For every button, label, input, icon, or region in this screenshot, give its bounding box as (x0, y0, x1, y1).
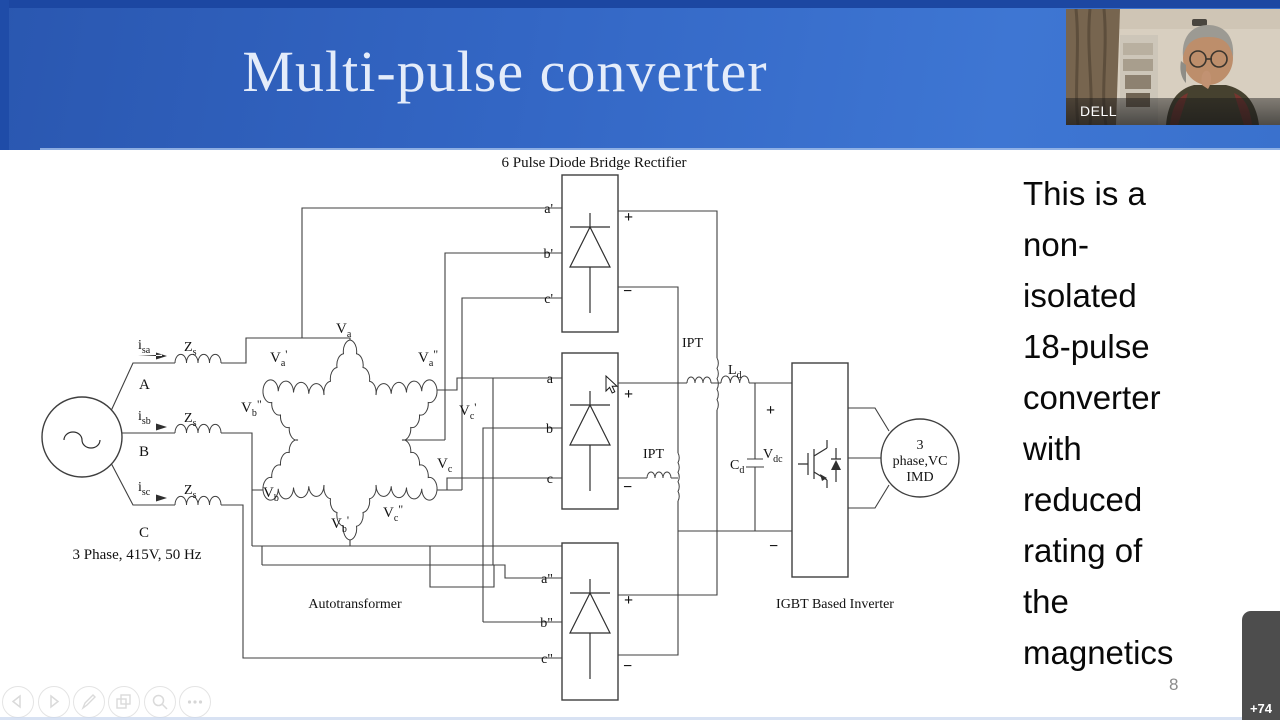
tap-b1: b' (543, 247, 553, 262)
previous-slide-button[interactable] (2, 686, 34, 718)
magnifier-icon (152, 694, 168, 710)
label-vb-p: Vb' (331, 513, 349, 535)
next-icon (50, 694, 60, 709)
svg-text:3: 3 (917, 438, 924, 453)
tap-b2: b (546, 422, 553, 437)
svg-text:IMD: IMD (906, 470, 933, 485)
rectifier-title: 6 Pulse Diode Bridge Rectifier (502, 155, 687, 171)
autotransformer-label: Autotransformer (308, 597, 402, 612)
label-vc: Vc (437, 456, 453, 475)
wall-object (1192, 19, 1207, 26)
slide-title: Multi-pulse converter (242, 39, 768, 104)
label-phase-c: C (139, 525, 149, 541)
bottom-strip (0, 717, 1242, 720)
label-va-pp: Va" (418, 347, 438, 369)
minus-top: − (623, 283, 632, 300)
rectifier-bottom (561, 542, 619, 701)
tap-c2: c (547, 472, 553, 487)
source-label: 3 Phase, 415V, 50 Hz (73, 547, 202, 563)
participant-name-bar: DELL (1066, 98, 1280, 125)
igbt-inverter (791, 362, 849, 578)
label-zs3: Zs (184, 483, 197, 501)
inverter-label: IGBT Based Inverter (776, 597, 894, 612)
tap-a1: a' (544, 202, 553, 217)
motor: 3 phase,VC IMD (880, 418, 960, 498)
header-top-edge (0, 0, 1280, 8)
tap-c3: c" (541, 652, 553, 667)
minus-mid: − (623, 479, 632, 496)
tap-c1: c' (544, 292, 553, 307)
previous-icon (11, 694, 21, 709)
label-ld: Ld (728, 363, 742, 381)
ac-source (41, 396, 123, 478)
label-zs1: Zs (184, 340, 197, 358)
label-isa: isa (138, 338, 151, 356)
slides-icon (116, 694, 131, 709)
label-isb: isb (138, 409, 151, 427)
next-slide-button[interactable] (38, 686, 70, 718)
svg-text:phase,VC: phase,VC (893, 454, 948, 469)
plus-dc: + (766, 402, 775, 419)
pen-tool-button[interactable] (73, 686, 105, 718)
pen-icon (81, 694, 96, 711)
current-arrows (138, 352, 167, 502)
plus-top: + (624, 209, 633, 226)
label-vb: Vb (263, 485, 279, 504)
minus-bottom: − (623, 658, 632, 675)
label-va-p: Va' (270, 347, 287, 369)
ellipsis-icon (187, 700, 203, 704)
label-vb-pp: Vb" (241, 397, 262, 419)
label-cd: Cd (730, 458, 744, 476)
minus-dc: − (769, 538, 778, 555)
participant-name-label: DELL (1080, 103, 1118, 119)
thumbnail-strip-panel[interactable]: +74 (1242, 611, 1280, 720)
label-phase-b: B (139, 444, 149, 460)
header-underline (40, 148, 1280, 150)
circuit-wires (110, 207, 890, 659)
label-vc-pp: Vc" (383, 502, 403, 524)
slide-note-text: This is a non- isolated 18-pulse convert… (1023, 175, 1174, 671)
rectifier-middle (561, 352, 619, 510)
winding-coils (174, 339, 750, 541)
tap-b3: b" (540, 616, 553, 631)
circuit-diagram: 3 phase,VC IMD 6 Pulse Diode Bridge Rect… (41, 155, 960, 701)
page-number: 8 (1169, 675, 1179, 694)
label-ipt2: IPT (643, 447, 664, 462)
more-participants-badge[interactable]: +74 (1249, 701, 1273, 716)
plus-mid: + (624, 386, 633, 403)
zoom-slide-button[interactable] (144, 686, 176, 718)
label-va: Va (336, 321, 352, 340)
label-vdc: Vdc (763, 447, 783, 465)
label-phase-a: A (139, 377, 150, 393)
slide-overview-button[interactable] (108, 686, 140, 718)
tap-a3: a" (541, 572, 553, 587)
mouse-cursor (605, 374, 619, 394)
label-ipt1: IPT (682, 336, 703, 351)
webcam-video[interactable]: DELL (1066, 9, 1280, 125)
more-options-button[interactable] (179, 686, 211, 718)
rectifier-top (561, 174, 619, 333)
plus-bottom: + (624, 592, 633, 609)
label-zs2: Zs (184, 411, 197, 429)
label-vc-p: Vc' (459, 400, 476, 422)
tap-a2: a (547, 372, 554, 387)
header-left-edge (0, 0, 9, 150)
label-isc: isc (138, 480, 151, 498)
